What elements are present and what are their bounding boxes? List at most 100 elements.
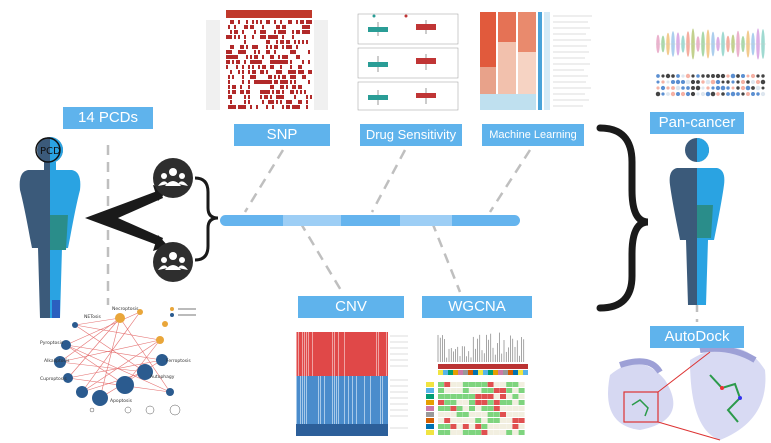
pan-dot xyxy=(695,85,701,91)
snp-cell xyxy=(302,60,304,64)
snp-cell xyxy=(310,70,312,74)
snp-cell xyxy=(282,85,284,89)
trait-cell xyxy=(444,394,451,399)
snp-cell xyxy=(290,50,292,54)
snp-cell xyxy=(282,60,284,64)
snp-cell xyxy=(258,80,260,84)
trait-cell xyxy=(438,430,444,435)
pan-dot xyxy=(671,86,675,90)
snp-cell xyxy=(288,45,290,49)
snp-cell xyxy=(298,70,300,74)
snp-cell xyxy=(292,90,294,94)
trait-cell xyxy=(487,406,494,411)
snp-cell xyxy=(270,75,272,79)
snp-cell xyxy=(244,95,246,99)
snp-cell xyxy=(280,65,282,69)
pan-dot xyxy=(675,79,681,85)
pan-dot xyxy=(760,91,766,97)
snp-cell xyxy=(270,100,272,104)
pan-dot xyxy=(710,91,716,97)
label-machine-learning: Machine Learning xyxy=(482,124,584,146)
cnv-stripe xyxy=(376,332,377,376)
snp-cell xyxy=(280,95,282,99)
pan-dot xyxy=(726,86,730,90)
snp-cell xyxy=(228,95,230,99)
snp-cell xyxy=(230,95,232,99)
snp-cell xyxy=(288,105,290,109)
trait-cell xyxy=(475,418,482,423)
pan-dot xyxy=(666,80,670,84)
snp-cell xyxy=(228,55,230,59)
trait-cell xyxy=(450,412,457,417)
snp-cell xyxy=(226,60,228,64)
snp-cell xyxy=(306,30,308,34)
pan-dot xyxy=(751,92,755,96)
wgcna-plot xyxy=(424,326,532,440)
snp-cell xyxy=(280,80,282,84)
snp-cell xyxy=(268,80,270,84)
trait-cell xyxy=(475,388,482,393)
pan-dot xyxy=(760,79,766,85)
snp-heatmap xyxy=(204,6,332,114)
snp-cell xyxy=(310,20,312,24)
snp-cell xyxy=(300,70,302,74)
snp-cell xyxy=(244,60,246,64)
trait-cell xyxy=(450,418,457,423)
pan-dot xyxy=(666,92,670,96)
snp-cell xyxy=(280,85,282,89)
snp-cell xyxy=(236,65,238,69)
pan-dot xyxy=(736,80,740,84)
snp-cell xyxy=(302,40,304,44)
trait-cell xyxy=(481,430,488,435)
svg-text:Ferroptosis: Ferroptosis xyxy=(166,358,191,364)
snp-cell xyxy=(286,85,288,89)
trait-cell xyxy=(518,400,525,405)
snp-cell xyxy=(240,85,242,89)
pan-dot xyxy=(715,85,721,91)
cnv-stripe xyxy=(352,376,353,424)
snp-cell xyxy=(266,105,268,109)
module-color xyxy=(508,370,513,375)
snp-cell xyxy=(274,60,276,64)
snp-cell xyxy=(228,85,230,89)
snp-cell xyxy=(300,65,302,69)
cnv-stripe xyxy=(380,376,381,424)
snp-cell xyxy=(272,105,274,109)
trait-cell xyxy=(462,382,469,387)
snp-cell xyxy=(282,45,284,49)
snp-cell xyxy=(300,85,302,89)
snp-cell xyxy=(278,75,280,79)
cnv-stripe xyxy=(338,376,339,424)
trait-cell xyxy=(450,400,457,405)
snp-cell xyxy=(302,20,304,24)
snp-cell xyxy=(240,50,242,54)
snp-cell xyxy=(282,40,284,44)
snp-cell xyxy=(252,45,254,49)
snp-cell xyxy=(270,35,272,39)
trait-cell xyxy=(518,430,525,435)
snp-cell xyxy=(270,65,272,69)
snp-cell xyxy=(260,90,262,94)
snp-cell xyxy=(282,105,284,109)
pan-dot xyxy=(710,79,716,85)
snp-cell xyxy=(292,35,294,39)
trait-cell xyxy=(500,412,506,417)
snp-cell xyxy=(292,50,294,54)
snp-cell xyxy=(256,105,258,109)
trait-cell xyxy=(444,412,451,417)
trait-cell xyxy=(506,388,513,393)
trait-cell xyxy=(450,382,457,387)
snp-cell xyxy=(232,20,234,24)
cnv-stripe xyxy=(300,376,301,424)
snp-cell xyxy=(286,100,288,104)
snp-cell xyxy=(268,75,270,79)
pan-dot xyxy=(661,74,665,78)
trait-cell xyxy=(456,382,463,387)
snp-cell xyxy=(230,70,232,74)
snp-cell xyxy=(236,55,238,59)
snp-cell xyxy=(266,70,268,74)
snp-cell xyxy=(290,90,292,94)
snp-cell xyxy=(242,80,244,84)
snp-cell xyxy=(250,60,252,64)
trait-cell xyxy=(456,388,463,393)
